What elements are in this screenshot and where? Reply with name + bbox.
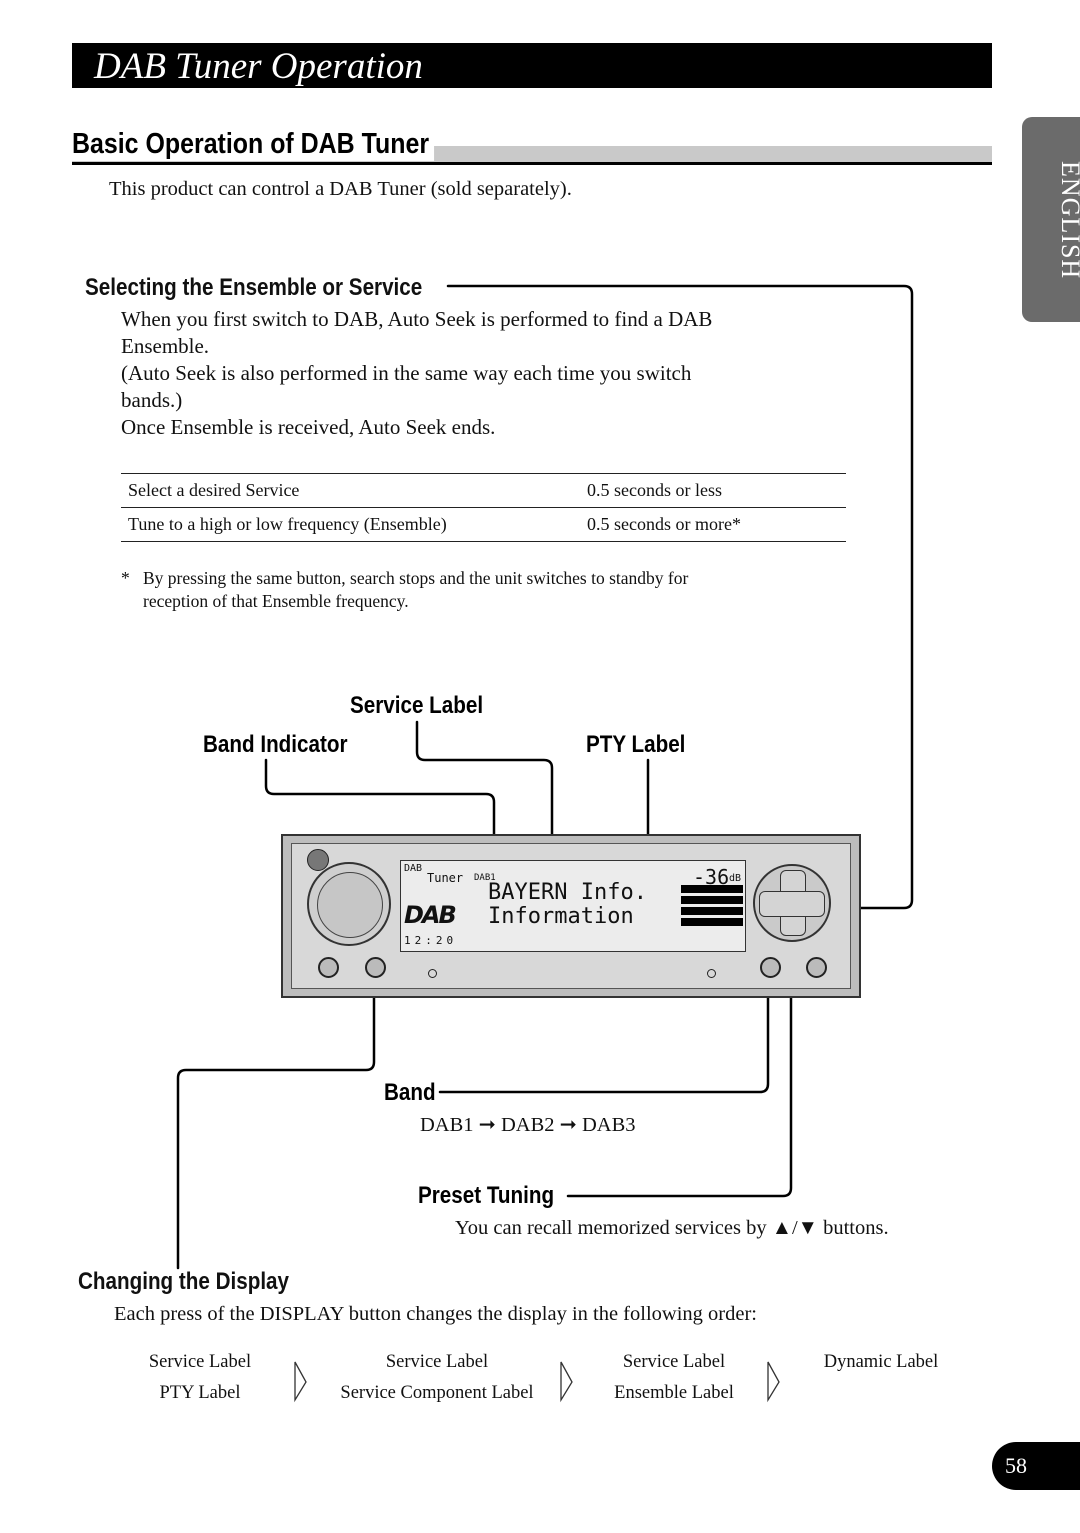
band-sequence-item: DAB3 <box>581 1114 636 1136</box>
display-order-line-2: PTY Label <box>159 1383 241 1403</box>
language-tab: ENGLISH <box>1022 117 1080 322</box>
footnote-mark: * <box>121 568 130 588</box>
button[interactable] <box>760 957 781 978</box>
lcd-level-bar <box>681 918 743 926</box>
preset-tuning-callout-line <box>566 934 793 1198</box>
selecting-paragraph-1: When you first switch to DAB, Auto Seek … <box>121 306 712 360</box>
lcd-tuner: Tuner <box>427 871 464 885</box>
lcd-level-bar <box>681 896 743 904</box>
footnote-line-2: reception of that Ensemble frequency. <box>143 591 409 611</box>
footnote-line-1: By pressing the same button, search stop… <box>143 568 689 588</box>
multi-control-joystick[interactable] <box>753 864 831 942</box>
changing-display-intro: Each press of the DISPLAY button changes… <box>114 1303 757 1325</box>
indicator-dot <box>428 969 437 978</box>
preset-tuning-callout: Preset Tuning <box>418 1182 555 1209</box>
power-button[interactable] <box>307 849 329 871</box>
changing-display-heading: Changing the Display <box>78 1268 290 1295</box>
band-callout: Band <box>384 1079 436 1106</box>
service-label-callout: Service Label <box>350 692 484 719</box>
intro-text: This product can control a DAB Tuner (so… <box>109 178 572 200</box>
selecting-paragraph-2-line-1: (Auto Seek is also performed in the same… <box>121 361 692 385</box>
selecting-paragraph-2-line-2: bands.) <box>121 388 183 412</box>
display-order-line-1: Dynamic Label <box>823 1352 939 1372</box>
lcd-level-bar <box>681 907 743 915</box>
selecting-heading: Selecting the Ensemble or Service <box>85 274 427 302</box>
chevron-right-icon <box>294 1361 307 1403</box>
section-rule-underline <box>72 162 992 165</box>
table-cell-action: Tune to a high or low frequency (Ensembl… <box>121 507 580 542</box>
band-sequence-item: DAB2 <box>500 1114 555 1136</box>
display-order-line-2: Ensemble Label <box>614 1383 734 1403</box>
head-unit: DAB Tuner DAB1 BAYERN Info. Information … <box>281 834 861 998</box>
table-cell-action: Select a desired Service <box>121 473 580 508</box>
page-title: DAB Tuner Operation <box>94 46 423 87</box>
band-button[interactable] <box>365 957 386 978</box>
display-order-line-1: Service Label <box>622 1352 726 1372</box>
preset-tuning-text: You can recall memorized services by ▲/▼… <box>455 1217 889 1239</box>
table-cell-time: 0.5 seconds or less <box>580 473 846 508</box>
display-order-line-1: Service Label <box>385 1352 489 1372</box>
page-number: 58 <box>992 1442 1040 1490</box>
lcd-clock: 12:20 <box>404 934 458 947</box>
volume-knob-inner <box>317 872 383 938</box>
selecting-paragraph-3: Once Ensemble is received, Auto Seek end… <box>121 415 496 439</box>
lcd-pty-label: Information <box>488 904 634 929</box>
lcd-service-label: BAYERN Info. <box>488 880 647 905</box>
table-row: Select a desired Service 0.5 seconds or … <box>121 473 846 508</box>
footnote: By pressing the same button, search stop… <box>143 567 688 613</box>
arrow-right-icon: ➞ <box>478 1114 496 1136</box>
lcd-dab-small: DAB <box>404 863 423 874</box>
section-heading: Basic Operation of DAB Tuner <box>72 128 435 161</box>
lcd-level-bar <box>681 885 743 893</box>
selecting-paragraph-1-line-1: When you first switch to DAB, Auto Seek … <box>121 307 713 331</box>
lcd-display: DAB Tuner DAB1 BAYERN Info. Information … <box>400 860 746 952</box>
selecting-paragraph-2: (Auto Seek is also performed in the same… <box>121 360 691 414</box>
joystick-horizontal <box>759 891 825 917</box>
band-callout-line <box>438 970 770 1094</box>
chevron-right-icon <box>560 1361 573 1403</box>
page-title-bar: DAB Tuner Operation <box>72 43 992 88</box>
chevron-right-icon <box>767 1361 780 1403</box>
selecting-callout-line <box>446 284 914 910</box>
changing-display-callout-line <box>176 970 376 1270</box>
band-sequence: DAB1 ➞ DAB2 ➞ DAB3 <box>420 1112 636 1139</box>
band-indicator-callout: Band Indicator <box>203 731 348 758</box>
language-tab-label: ENGLISH <box>1056 161 1080 280</box>
band-sequence-item: DAB1 <box>420 1114 474 1136</box>
display-order-line-1: Service Label <box>148 1352 252 1372</box>
lcd-band-indicator: DAB1 <box>474 873 496 883</box>
arrow-right-icon: ➞ <box>559 1114 577 1136</box>
volume-knob[interactable] <box>307 862 391 946</box>
button[interactable] <box>806 957 827 978</box>
display-order-item: Service Label Ensemble Label <box>564 1347 784 1409</box>
display-order-item: Service Label Service Component Label <box>327 1347 547 1409</box>
selecting-paragraph-1-line-2: Ensemble. <box>121 334 210 358</box>
band-indicator-callout-line <box>264 758 496 870</box>
display-order-item: Service Label PTY Label <box>90 1347 310 1409</box>
table-row: Tune to a high or low frequency (Ensembl… <box>121 507 846 542</box>
lcd-dab-logo: DAB <box>404 901 457 929</box>
lcd-level-unit: dB <box>729 873 742 884</box>
button[interactable] <box>318 957 339 978</box>
display-order-item: Dynamic Label <box>771 1347 991 1378</box>
service-label-callout-line <box>415 720 554 882</box>
timing-table: Select a desired Service 0.5 seconds or … <box>121 473 846 542</box>
table-cell-time: 0.5 seconds or more* <box>580 507 846 542</box>
indicator-dot <box>707 969 716 978</box>
display-order-line-2: Service Component Label <box>340 1383 534 1403</box>
pty-label-callout: PTY Label <box>586 731 686 758</box>
